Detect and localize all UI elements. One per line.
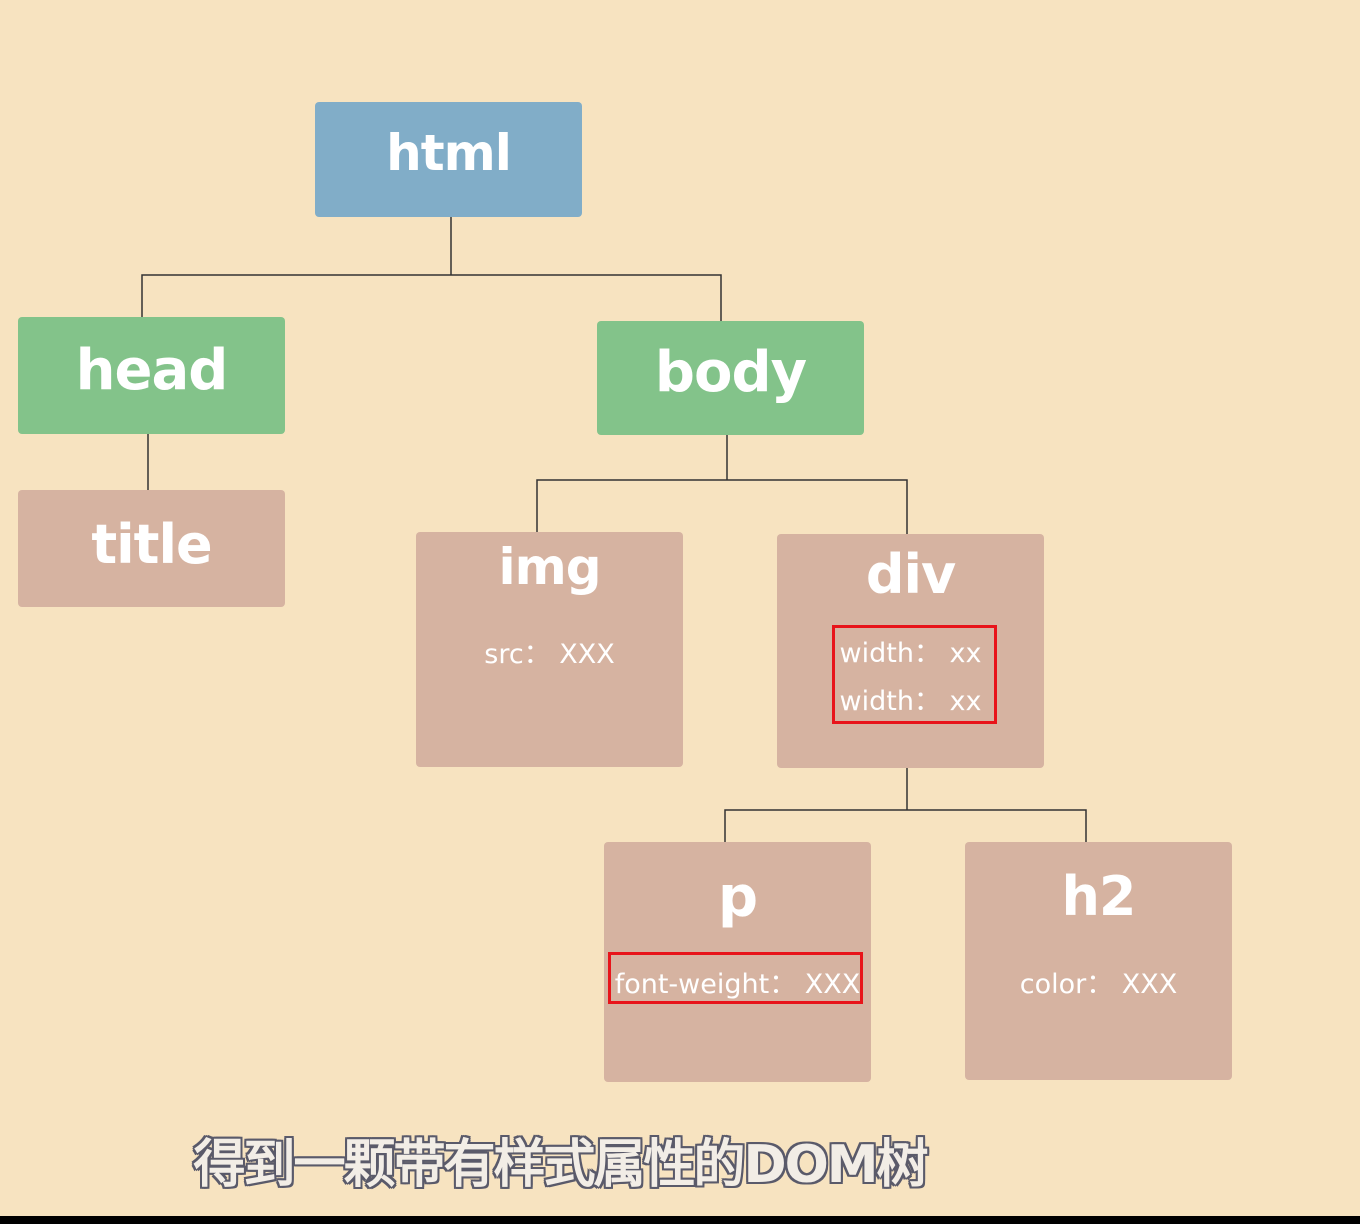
node-title-label: title <box>91 513 212 576</box>
node-p-label: p <box>717 865 758 930</box>
node-div-label: div <box>865 543 956 606</box>
div-attr-width-2: width： xx <box>839 686 982 717</box>
node-title: title <box>18 490 285 607</box>
connector-body-img-div <box>536 479 908 534</box>
img-attr-src: src： XXX <box>484 639 615 670</box>
p-attr-font-weight: font-weight： XXX <box>614 969 861 1000</box>
node-head-label: head <box>75 338 229 403</box>
node-html: html <box>315 102 582 217</box>
bottom-bar <box>0 1216 1360 1224</box>
connector-html-head-body <box>141 274 722 321</box>
node-div: div width： xx width： xx <box>777 534 1044 768</box>
connector-div-p-h2 <box>724 809 1087 842</box>
node-html-label: html <box>386 124 512 182</box>
h2-attr-color: color： XXX <box>1019 969 1178 1000</box>
node-body-label: body <box>654 340 807 405</box>
node-h2-label: h2 <box>1061 865 1136 928</box>
div-attr-width-1: width： xx <box>839 638 982 669</box>
node-body: body <box>597 321 864 435</box>
node-p: p font-weight： XXX <box>604 842 871 1082</box>
highlight-p-attr <box>608 952 863 1004</box>
subtitle-caption: 得到一颗带有样式属性的DOM树 <box>193 1135 928 1195</box>
node-img-label: img <box>498 538 601 596</box>
highlight-div-attrs <box>832 625 997 724</box>
node-h2: h2 color： XXX <box>965 842 1232 1080</box>
node-head: head <box>18 317 285 434</box>
node-img: img src： XXX <box>416 532 683 767</box>
